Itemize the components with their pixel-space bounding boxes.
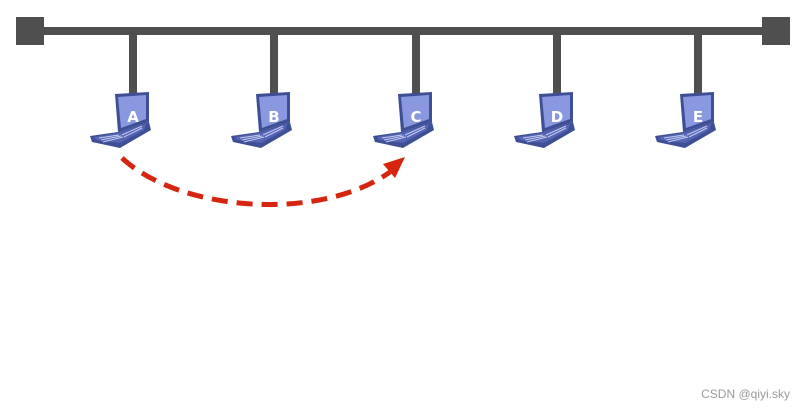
node-label-a: A	[127, 108, 139, 126]
bus-backbone	[16, 17, 790, 45]
laptop-icon	[373, 92, 434, 148]
arrowhead-icon	[383, 157, 405, 178]
node-label-c: C	[410, 108, 421, 126]
drop-cable-a	[129, 35, 137, 97]
laptop-node-d: D	[514, 92, 575, 148]
node-label-b: B	[268, 108, 279, 126]
laptop-node-a: A	[90, 92, 151, 148]
transmission-arrow-path	[120, 156, 392, 208]
drop-cable-b	[270, 35, 278, 97]
node-label-e: E	[693, 108, 703, 126]
laptop-icon	[231, 92, 292, 148]
laptop-node-c: C	[373, 92, 434, 148]
laptop-icon	[655, 92, 716, 148]
laptop-icon	[514, 92, 575, 148]
bus-terminator-left	[16, 17, 44, 45]
bus-terminator-right	[762, 17, 790, 45]
drop-cable-d	[553, 35, 561, 97]
bus-line	[30, 27, 776, 35]
node-label-d: D	[551, 108, 563, 126]
laptop-node-e: E	[655, 92, 716, 148]
laptop-node-b: B	[231, 92, 292, 148]
drop-cables	[129, 35, 702, 97]
transmission-arrow	[120, 156, 405, 208]
watermark: CSDN @qiyi.sky	[701, 387, 790, 401]
drop-cable-c	[412, 35, 420, 97]
laptop-icon	[90, 92, 151, 148]
drop-cable-e	[694, 35, 702, 97]
